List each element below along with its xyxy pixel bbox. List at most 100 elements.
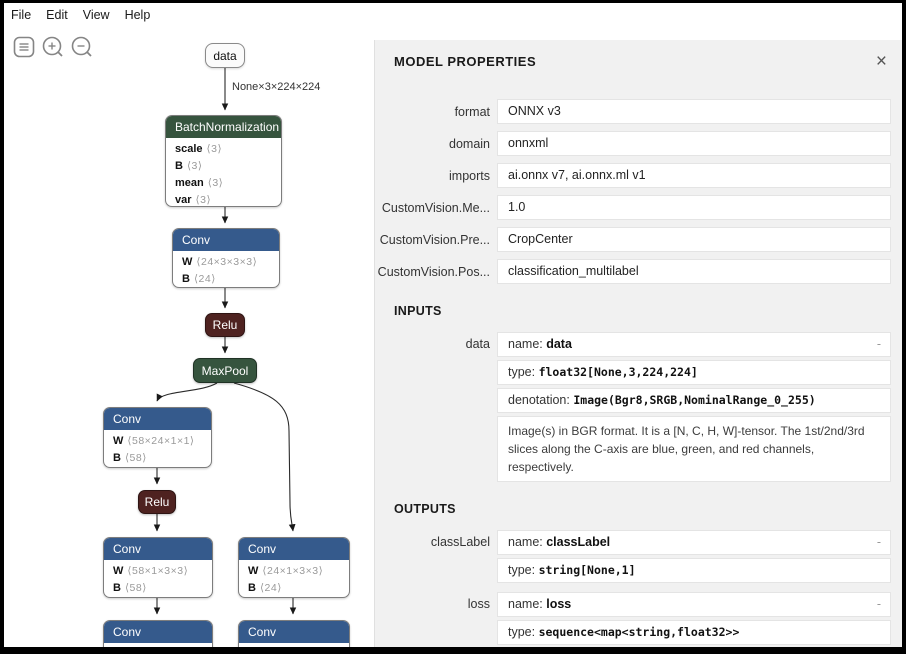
field-prefix: name: [508,535,547,549]
menu-icon[interactable] [13,36,35,58]
field-description: Image(s) in BGR format. It is a [N, C, H… [497,416,891,482]
field-prefix: type: [508,563,539,577]
graph-node-conv-4[interactable]: Conv W⟨24×1×3×3⟩ B⟨24⟩ [238,537,350,598]
node-params: W⟨24×3×3×3⟩ B⟨24⟩ [173,251,279,287]
node-param-row: W⟨24×3×3×3⟩ [173,254,279,271]
field-value: data [546,337,572,351]
node-param-row: B⟨58⟩ [104,580,212,597]
node-param-row: var⟨3⟩ [166,192,281,206]
node-type-label: Conv [104,621,212,643]
graph-node-batchnormalization[interactable]: BatchNormalization scale⟨3⟩ B⟨3⟩ mean⟨3⟩… [165,115,282,207]
node-type-label: Conv [239,538,349,560]
node-type-label: Conv [239,621,349,643]
close-icon[interactable]: × [875,51,887,72]
node-params: W⟨58×24×1×1⟩ B⟨58⟩ [104,430,211,467]
menu-edit[interactable]: Edit [46,8,68,22]
node-type-label: Conv [104,408,211,430]
param-dims: ⟨24×1×3×3⟩ [262,565,324,577]
zoom-in-icon[interactable] [42,36,64,58]
menu-view[interactable]: View [82,8,110,22]
edge-maxpool-conv-right [233,382,296,532]
node-param-row: mean⟨3⟩ [166,175,281,192]
output-label: classLabel [430,535,490,549]
param-dims: ⟨58⟩ [124,582,147,594]
field-value: string[None,1] [538,563,636,577]
node-param-row: W⟨58×1×3×3⟩ [104,563,212,580]
graph-node-conv-6[interactable]: Conv [238,620,350,647]
collapse-toggle[interactable]: - [876,337,881,351]
field-name: name: classLabel - [497,530,891,555]
param-name: W [248,565,259,577]
property-label: format [454,104,490,119]
param-name: var [175,194,192,206]
node-type-label: BatchNormalization [166,116,281,138]
graph-node-relu-2[interactable]: Relu [138,490,176,514]
graph-node-data[interactable]: data [205,43,245,68]
graph-node-conv-3[interactable]: Conv W⟨58×1×3×3⟩ B⟨58⟩ [103,537,213,598]
menu-file[interactable]: File [11,8,32,22]
node-param-row: scale⟨3⟩ [166,141,281,158]
node-param-row: B⟨24⟩ [239,580,349,597]
param-name: B [182,273,190,285]
field-value: float32[None,3,224,224] [538,365,698,379]
field-value: sequence<map<string,float32>> [538,625,740,639]
node-param-row: W⟨58×24×1×1⟩ [104,433,211,450]
param-dims: ⟨3⟩ [206,143,223,155]
param-name: B [248,582,256,594]
field-prefix: type: [508,365,539,379]
input-item-data: data name: data - type: float32[None,3,2… [375,332,902,482]
property-row: CustomVision.Me... 1.0 [375,195,902,220]
collapse-toggle[interactable]: - [876,597,881,611]
param-name: W [113,435,124,447]
menu-help[interactable]: Help [124,8,151,22]
node-params: W⟨24×1×3×3⟩ B⟨24⟩ [239,560,349,597]
graph-node-conv-2[interactable]: Conv W⟨58×24×1×1⟩ B⟨58⟩ [103,407,212,468]
edge-shape-label: None×3×224×224 [232,81,321,93]
graph-node-conv-1[interactable]: Conv W⟨24×3×3×3⟩ B⟨24⟩ [172,228,280,288]
collapse-toggle[interactable]: - [876,535,881,549]
graph-edges [153,68,297,615]
param-name: B [113,582,121,594]
param-dims: ⟨3⟩ [186,160,203,172]
zoom-out-icon[interactable] [71,36,93,58]
graph-node-maxpool[interactable]: MaxPool [193,358,257,383]
field-type: type: float32[None,3,224,224] [497,360,891,385]
field-value: loss [546,597,572,611]
outputs-section-title: OUTPUTS [394,502,456,516]
param-dims: ⟨58×24×1×1⟩ [127,435,195,447]
panel-title: MODEL PROPERTIES [394,54,537,69]
param-dims: ⟨58⟩ [124,452,147,464]
param-dims: ⟨3⟩ [195,194,212,206]
field-type: type: string[None,1] [497,558,891,583]
property-row: format ONNX v3 [375,99,902,124]
property-value: ai.onnx v7, ai.onnx.ml v1 [497,163,891,188]
output-fields: name: classLabel - type: string[None,1] [497,530,891,583]
node-label: Relu [212,318,238,332]
graph-node-conv-5[interactable]: Conv [103,620,213,647]
graph-node-relu-1[interactable]: Relu [205,313,245,337]
property-label: CustomVision.Me... [381,200,490,215]
field-prefix: denotation: [508,393,574,407]
field-denotation: denotation: Image(Bgr8,SRGB,NominalRange… [497,388,891,413]
node-label: data [213,48,237,63]
node-param-row: B⟨3⟩ [166,158,281,175]
param-name: W [113,565,124,577]
property-row: imports ai.onnx v7, ai.onnx.ml v1 [375,163,902,188]
property-value: CropCenter [497,227,891,252]
field-prefix: name: [508,597,547,611]
param-dims: ⟨58×1×3×3⟩ [127,565,189,577]
property-value: onnxml [497,131,891,156]
field-type: type: sequence<map<string,float32>> [497,620,891,645]
param-dims: ⟨24⟩ [259,582,282,594]
param-dims: ⟨24⟩ [193,273,216,285]
model-properties-list: format ONNX v3 domain onnxml imports ai.… [375,99,902,284]
field-name: name: data - [497,332,891,357]
graph-toolbar [13,36,93,58]
param-dims: ⟨3⟩ [207,177,224,189]
node-param-row: W⟨24×1×3×3⟩ [239,563,349,580]
output-label: loss [467,597,490,611]
property-value: ONNX v3 [497,99,891,124]
param-name: B [175,160,183,172]
field-name: name: loss - [497,592,891,617]
